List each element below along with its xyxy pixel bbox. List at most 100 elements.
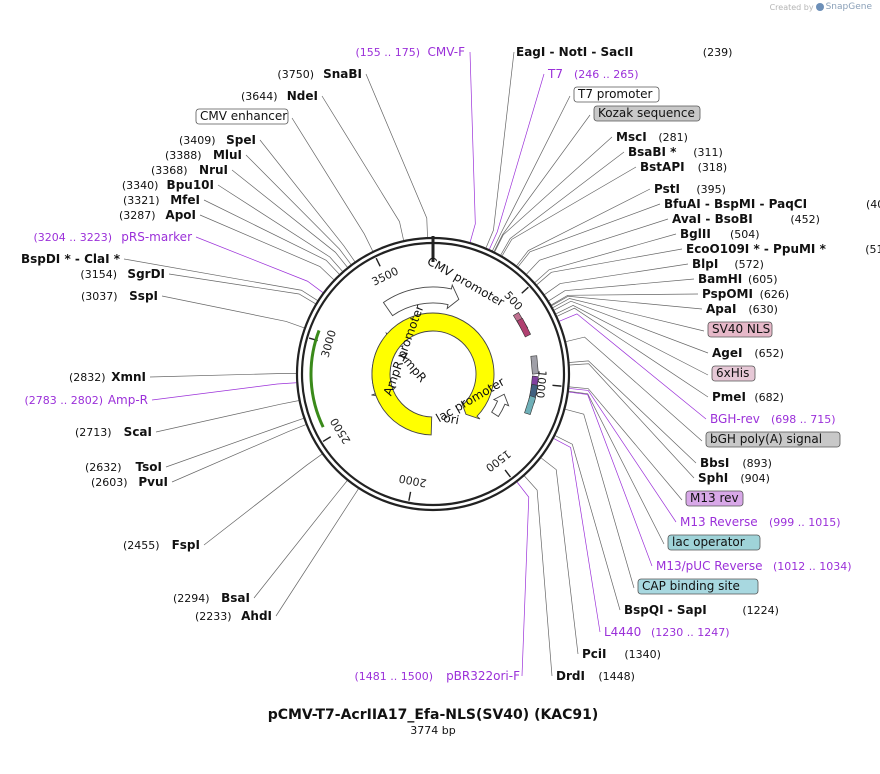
leader-line: [516, 481, 530, 677]
svg-text:(626): (626): [760, 288, 790, 301]
ruler-tick: [552, 384, 562, 387]
svg-text:NruI: NruI: [199, 163, 228, 177]
left-site-label: AhdI(2233): [195, 609, 272, 623]
svg-text:(403): (403): [866, 198, 880, 211]
leader-line: [469, 51, 476, 243]
leader-line: [557, 307, 709, 398]
lac-promoter-arrow: [491, 393, 510, 418]
svg-text:(3750): (3750): [277, 68, 314, 81]
svg-text:(155 .. 175): (155 .. 175): [355, 46, 420, 59]
svg-text:(1230 .. 1247): (1230 .. 1247): [651, 626, 730, 639]
ruler-tick-label: 1500: [483, 447, 513, 474]
svg-text:CMV-F: CMV-F: [428, 45, 466, 59]
left-site-label: CMV enhancer: [195, 108, 289, 125]
svg-text:MluI: MluI: [213, 148, 242, 162]
leader-line: [568, 391, 653, 567]
right-site-label: lac operator: [667, 534, 761, 551]
svg-text:ScaI: ScaI: [124, 425, 152, 439]
left-site-label: MluI (3388): [165, 148, 242, 162]
plasmid-title: pCMV-T7-AcrIIA17_Efa-NLS(SV40) (KAC91): [267, 707, 599, 723]
left-site-label: SgrDI(3154): [80, 267, 165, 281]
ruler-tick: [521, 286, 529, 294]
svg-text:EcoO109I * - PpuMI *: EcoO109I * - PpuMI *: [686, 242, 827, 256]
svg-text:Bpu10I: Bpu10I: [167, 178, 214, 192]
right-site-label: ApaI(630): [706, 302, 778, 316]
label-leader-lines: [123, 51, 709, 677]
leader-line: [489, 73, 545, 250]
svg-text:AvaI - BsoBI: AvaI - BsoBI: [672, 212, 753, 226]
svg-text:(452): (452): [790, 213, 820, 226]
svg-text:M13 rev: M13 rev: [690, 491, 739, 505]
right-site-label: PciI(1340): [582, 647, 661, 661]
svg-text:FspI: FspI: [172, 538, 200, 552]
svg-text:(3204 .. 3223): (3204 .. 3223): [33, 231, 112, 244]
svg-text:(3388): (3388): [165, 149, 202, 162]
leader-line: [568, 391, 665, 545]
svg-text:(2603): (2603): [91, 476, 128, 489]
svg-text:(1448): (1448): [598, 670, 635, 683]
left-site-label: MfeI(3321): [123, 193, 200, 207]
svg-text:(3340): (3340): [122, 179, 159, 192]
svg-text:(517): (517): [865, 243, 880, 256]
right-site-label: M13 rev: [685, 490, 744, 507]
cmv-promoter-arrow: [382, 283, 460, 317]
leader-line: [551, 295, 703, 310]
svg-text:SgrDI: SgrDI: [127, 267, 165, 281]
left-site-label: BspDI * - ClaI *(3171): [21, 252, 121, 266]
svg-text:Kozak sequence: Kozak sequence: [598, 106, 695, 120]
right-site-label: BspQI - SapI(1224): [624, 603, 779, 617]
leader-line: [516, 188, 651, 266]
leader-line: [552, 298, 705, 332]
left-site-label: NdeI(3644): [241, 89, 318, 103]
leader-line: [524, 475, 553, 677]
svg-text:PmeI: PmeI: [712, 390, 746, 404]
left-site-label: Amp-R (2783 .. 2802): [24, 393, 148, 407]
right-site-label: BfuAI - BspMI - PaqCI(403): [664, 197, 880, 211]
svg-text:ApaI: ApaI: [706, 302, 736, 316]
svg-text:BstAPI: BstAPI: [640, 160, 685, 174]
amp-r-primer-arc: [309, 329, 325, 428]
left-site-label: pRS-marker(3204 .. 3223): [33, 230, 192, 244]
svg-text:Amp-R: Amp-R: [108, 393, 148, 407]
created-by-text: Created by: [769, 2, 814, 12]
leader-line: [485, 51, 515, 248]
right-site-label: BbsI(893): [700, 456, 772, 470]
leader-line: [199, 214, 334, 280]
left-site-label: ApoI(3287): [119, 208, 196, 222]
leader-line: [365, 73, 428, 238]
leader-line: [231, 169, 348, 268]
svg-text:PciI: PciI: [582, 647, 607, 661]
leader-line: [321, 95, 404, 241]
svg-text:(239): (239): [703, 46, 733, 59]
snapgene-logo-icon: [815, 3, 824, 11]
svg-text:(3287): (3287): [119, 209, 156, 222]
right-site-label: BsaBI *(311): [628, 145, 723, 159]
svg-text:(3368): (3368): [151, 164, 188, 177]
leader-line: [493, 114, 591, 252]
svg-text:(504): (504): [730, 228, 760, 241]
svg-text:(2783 .. 2802): (2783 .. 2802): [24, 394, 103, 407]
leader-line: [555, 435, 621, 611]
svg-text:PstI: PstI: [654, 182, 680, 196]
leader-line: [123, 258, 318, 301]
leader-line: [534, 233, 677, 283]
svg-text:M13/pUC Reverse: M13/pUC Reverse: [656, 559, 763, 573]
leader-line: [161, 295, 305, 329]
svg-text:(311): (311): [693, 146, 723, 159]
leader-line: [526, 218, 669, 275]
svg-text:(246 .. 265): (246 .. 265): [574, 68, 639, 81]
svg-text:lac operator: lac operator: [672, 535, 745, 549]
svg-text:(3037): (3037): [81, 290, 118, 303]
leader-line: [501, 166, 637, 256]
svg-text:(395): (395): [696, 183, 726, 196]
right-site-label: AgeI(652): [712, 346, 784, 360]
left-site-label: TsoI(2632): [85, 460, 162, 474]
left-site-label: NruI (3368): [151, 163, 228, 177]
left-site-label: Bpu10I (3340): [122, 178, 214, 192]
svg-text:CAP binding site: CAP binding site: [642, 579, 740, 593]
bottom-primer-label: pBR322ori-F(1481 .. 1500): [354, 669, 520, 683]
plasmid-length: 3774 bp: [410, 724, 456, 737]
svg-text:(2713): (2713): [75, 426, 112, 439]
ruler-tick-label: 2000: [398, 472, 428, 490]
ruler-tick-label: 2500: [328, 415, 354, 446]
